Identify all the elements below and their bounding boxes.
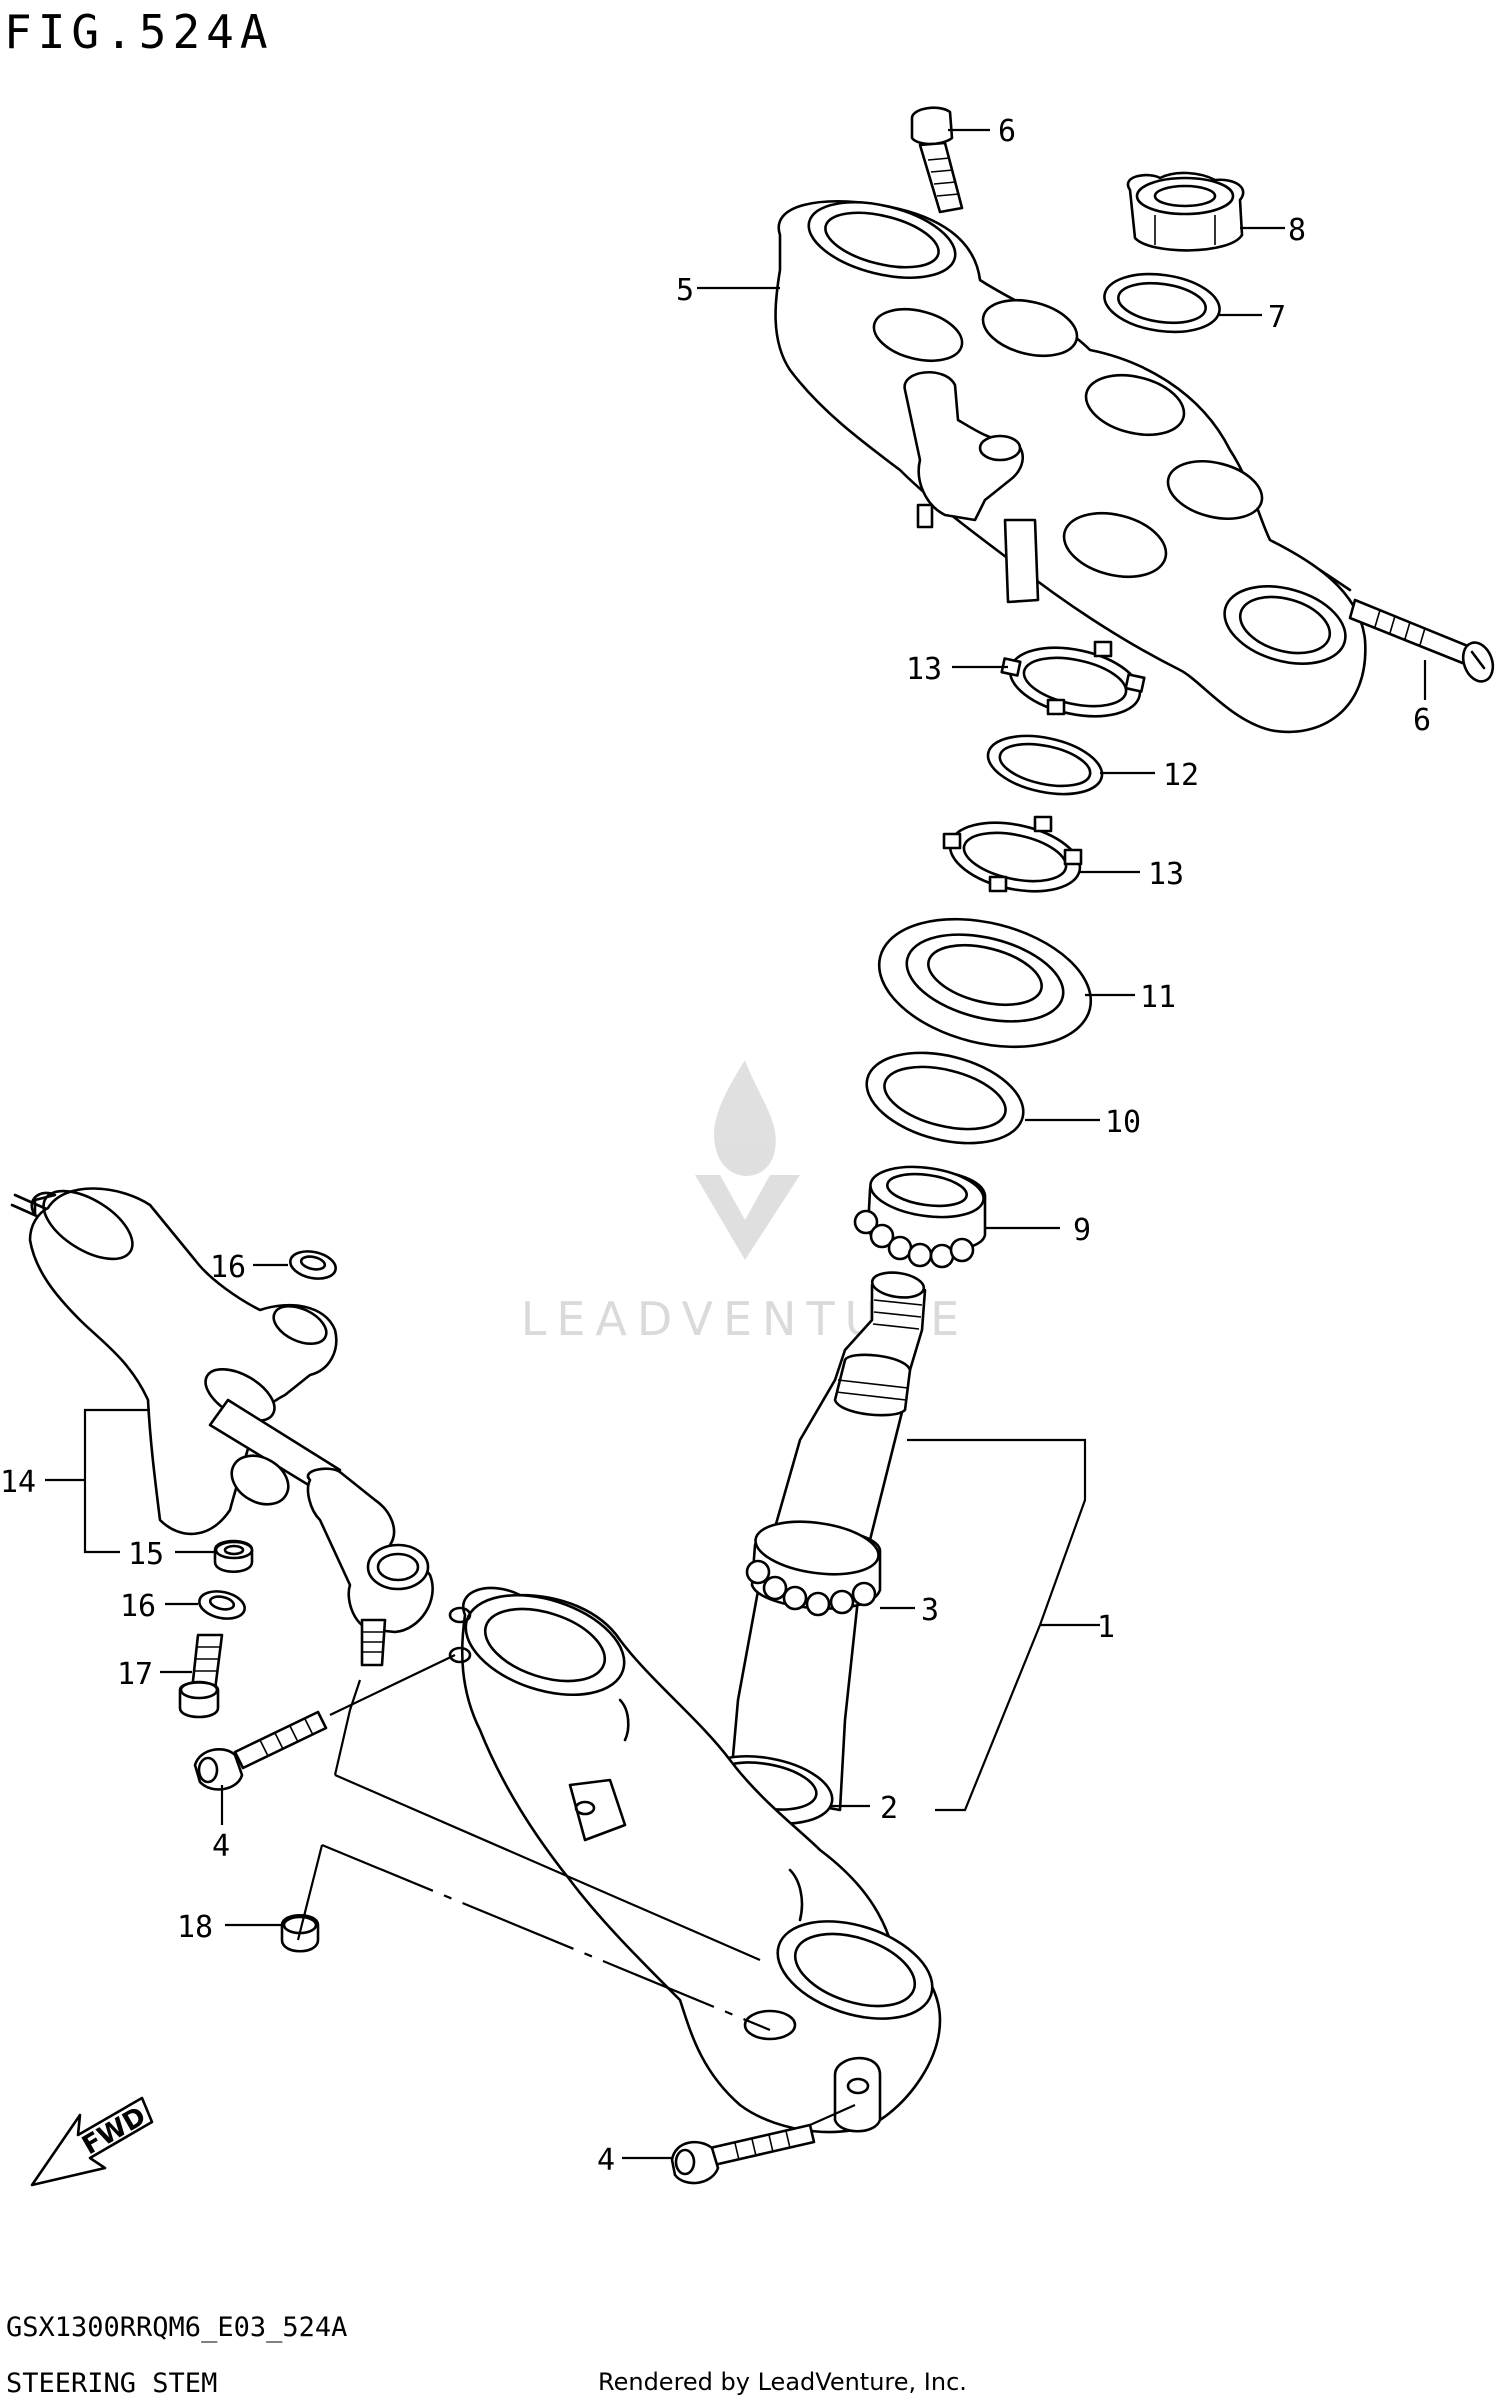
callout-11: 11: [1140, 980, 1176, 1015]
callout-9: 9: [1073, 1213, 1091, 1248]
part-11-dust-seal: [877, 917, 1093, 1049]
part-13-lockwasher-lower: [942, 815, 1083, 893]
part-16-washer-top: [289, 1250, 337, 1280]
callout-2: 2: [880, 1791, 898, 1826]
part-4-bolt-lower: [670, 2123, 816, 2185]
part-6-bolt-side: [1348, 598, 1495, 683]
part-15-bush: [213, 1539, 254, 1574]
part-12-washer: [986, 734, 1104, 796]
callout-8: 8: [1288, 213, 1306, 248]
part-8-stem-nut: [1126, 171, 1245, 252]
section-name: STEERING STEM: [6, 2368, 217, 2399]
callout-17: 17: [117, 1657, 153, 1692]
part-6-bolt-top: [910, 106, 964, 214]
part-7-washer: [1103, 272, 1221, 334]
lower-bracket: [448, 1586, 942, 2134]
callout-18: 18: [177, 1910, 213, 1945]
callout-10: 10: [1105, 1105, 1141, 1140]
part-3-lower-bearing: [745, 1520, 882, 1617]
part-13-lockwasher-upper: [1000, 640, 1146, 718]
callout-13-upper: 13: [906, 652, 942, 687]
model-code: GSX1300RRQM6_E03_524A: [6, 2312, 347, 2343]
part-14-steering-damper: [10, 1187, 434, 1667]
part-4-bolt-upper: [193, 1710, 328, 1791]
callout-4-lower: 4: [597, 2143, 615, 2178]
callout-7: 7: [1268, 300, 1286, 335]
callout-16-lower: 16: [120, 1589, 156, 1624]
callout-3: 3: [921, 1593, 939, 1628]
callout-13-lower: 13: [1148, 857, 1184, 892]
watermark-logo: [695, 1060, 800, 1260]
callout-14: 14: [0, 1465, 36, 1500]
callout-1: 1: [1097, 1610, 1115, 1645]
callout-5: 5: [676, 273, 694, 308]
render-credit: Rendered by LeadVenture, Inc.: [598, 2368, 967, 2396]
callout-6-side: 6: [1413, 703, 1431, 738]
alignment-lines: [296, 1654, 856, 2127]
fwd-direction-badge: FWD: [30, 2096, 154, 2187]
callout-16-top: 16: [210, 1250, 246, 1285]
callout-4-upper: 4: [212, 1829, 230, 1864]
callout-12: 12: [1163, 758, 1199, 793]
fwd-label: FWD: [77, 2101, 151, 2161]
part-17-bolt: [178, 1633, 224, 1719]
figure-title: FIG.524A: [4, 5, 274, 59]
part-10-bearing-race: [865, 1051, 1025, 1145]
callout-15: 15: [128, 1537, 164, 1572]
part-16-washer-lower: [198, 1590, 246, 1620]
part-9-upper-bearing: [853, 1165, 987, 1269]
part-5-upper-bracket: [774, 199, 1367, 734]
callout-6-top: 6: [998, 114, 1016, 149]
